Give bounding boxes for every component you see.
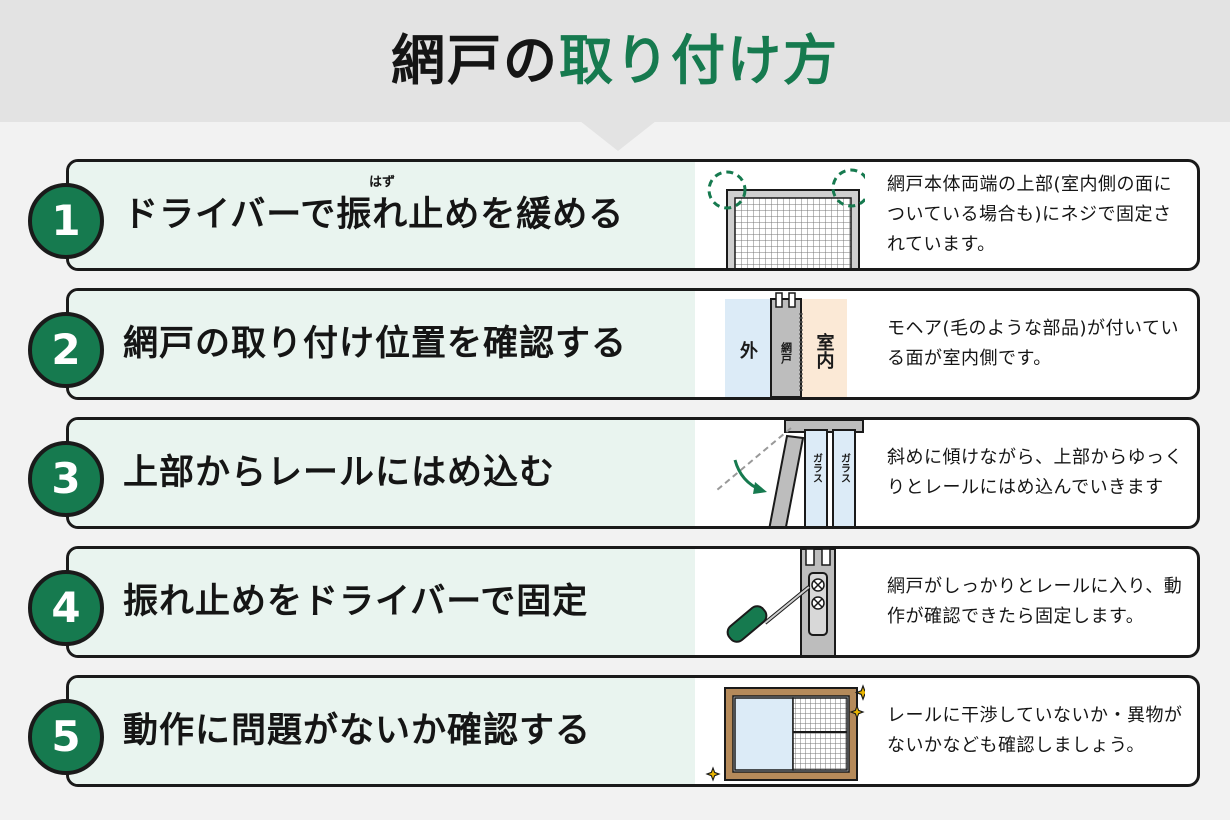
step-4: 振れ止めをドライバーで固定 網戸がしっかりとレールに入り、動作が確認できたら固定…	[66, 546, 1200, 658]
page-title: 網戸の取り付け方	[0, 0, 1230, 122]
label-glass-2: ガラス	[839, 453, 851, 483]
step-3-badge: 3	[28, 441, 104, 517]
screen-frame-icon	[705, 162, 871, 268]
step-1-badge: 1	[28, 183, 104, 259]
title-accent: 取り付け方	[559, 29, 839, 92]
step-3: 上部からレールにはめ込む ガラス ガラス 斜めに傾けながら、上部からゆっくりとレ…	[66, 417, 1200, 529]
step-3-panel	[69, 420, 695, 526]
step-5-description: レールに干渉していないか・異物がないかなども確認しましょう。	[887, 705, 1183, 756]
step-2-description: モヘア(毛のような部品)が付いている面が室内側です。	[887, 318, 1180, 369]
step-1-label: ドライバーで振れ止めを緩める	[123, 195, 625, 235]
step-4-label: 振れ止めをドライバーで固定	[123, 582, 589, 622]
step-5: 動作に問題がないか確認する レールに干渉していないか・異物がないかなども確認しま…	[66, 675, 1200, 787]
step-5-badge: 5	[28, 699, 104, 775]
step-1-description: 網戸本体両端の上部(室内側の面についている場合も)にネジで固定されています。	[887, 174, 1173, 255]
label-inside: 室内	[814, 332, 835, 370]
step-1: ドライバーで振れ止めを緩める はず 網戸本体両端の上部(室内側の面についている場…	[66, 159, 1200, 271]
header-band	[0, 0, 1230, 122]
step-2-panel	[69, 291, 695, 397]
header-pointer	[580, 121, 656, 151]
step-5-panel	[69, 678, 695, 784]
title-prefix: 網戸の	[391, 29, 559, 92]
window-sparkle-icon	[705, 678, 872, 784]
step-2-label: 網戸の取り付け位置を確認する	[123, 324, 628, 364]
step-2-badge: 2	[28, 312, 104, 388]
insert-rail-icon: ガラス ガラス	[705, 420, 865, 526]
step-3-label: 上部からレールにはめ込む	[123, 453, 556, 493]
label-outside: 外	[740, 340, 758, 362]
step-2: 網戸の取り付け位置を確認する 外 網戸 室内 モヘア(毛のような部品)が付いてい…	[66, 288, 1200, 400]
screwdriver-icon	[705, 549, 865, 655]
step-4-badge: 4	[28, 570, 104, 646]
step-5-label: 動作に問題がないか確認する	[123, 711, 592, 751]
step-3-description: 斜めに傾けながら、上部からゆっくりとレールにはめ込んでいきます	[887, 447, 1183, 498]
rail-cross-section-icon: 外 網戸 室内	[705, 291, 865, 397]
label-screen: 網戸	[780, 341, 793, 365]
step-4-description: 網戸がしっかりとレールに入り、動作が確認できたら固定します。	[887, 576, 1183, 627]
label-glass-1: ガラス	[811, 453, 823, 483]
step-1-panel	[69, 162, 695, 268]
step-4-panel	[69, 549, 695, 655]
step-1-ruby: はず	[369, 175, 396, 190]
